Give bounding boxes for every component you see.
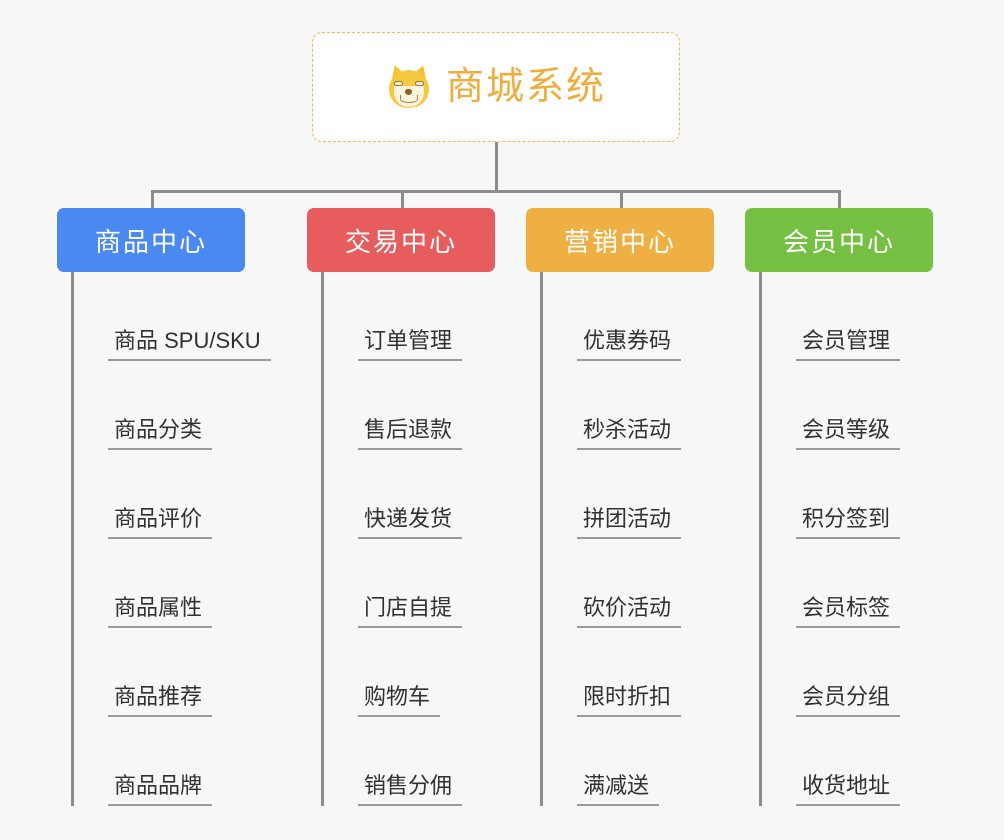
list-item-label: 快递发货 (358, 507, 463, 539)
list-item-label: 订单管理 (358, 329, 463, 361)
connector-horizontal-bus (151, 190, 841, 193)
list-item-label: 拼团活动 (577, 507, 682, 539)
list-item-label: 砍价活动 (577, 596, 682, 628)
category-header-member[interactable]: 会员中心 (745, 208, 933, 272)
list-item[interactable]: 秒杀活动 (559, 361, 716, 450)
list-item[interactable]: 商品分类 (90, 361, 257, 450)
list-item[interactable]: 售后退款 (340, 361, 507, 450)
list-item-label: 满减送 (577, 774, 660, 806)
list-item-label: 商品分类 (108, 418, 213, 450)
connector-drop-3 (620, 190, 623, 210)
root-title: 商城系统 (445, 66, 606, 108)
list-item[interactable]: 商品属性 (90, 539, 257, 628)
list-item[interactable]: 购物车 (340, 628, 507, 717)
category-column-member: 会员中心 会员管理 会员等级 积分签到 会员标签 会员分组 收货地址 (745, 208, 935, 806)
category-label: 交易中心 (344, 226, 457, 257)
list-item-label: 购物车 (358, 685, 441, 717)
list-item[interactable]: 门店自提 (340, 539, 507, 628)
list-item[interactable]: 收货地址 (778, 717, 935, 806)
list-item[interactable]: 快递发货 (340, 450, 507, 539)
list-item-label: 秒杀活动 (577, 418, 682, 450)
list-item[interactable]: 会员管理 (778, 272, 935, 361)
list-item[interactable]: 商品推荐 (90, 628, 257, 717)
category-column-product: 商品中心 商品 SPU/SKU 商品分类 商品评价 商品属性 商品推荐 商品品牌 (57, 208, 271, 806)
list-item-label: 售后退款 (358, 418, 463, 450)
connector-drop-1 (151, 190, 154, 210)
root-node[interactable]: 商城系统 (312, 32, 680, 142)
category-column-trade: 交易中心 订单管理 售后退款 快递发货 门店自提 购物车 销售分佣 (307, 208, 507, 806)
list-item[interactable]: 砍价活动 (559, 539, 716, 628)
list-item-label: 销售分佣 (358, 774, 463, 806)
category-label: 会员中心 (782, 226, 895, 257)
list-item-label: 积分签到 (796, 507, 901, 539)
list-item-label: 会员等级 (796, 418, 901, 450)
list-item-label: 商品评价 (108, 507, 213, 539)
list-item[interactable]: 积分签到 (778, 450, 935, 539)
list-item[interactable]: 限时折扣 (559, 628, 716, 717)
category-label: 商品中心 (94, 226, 207, 257)
list-item[interactable]: 订单管理 (340, 272, 507, 361)
list-item-label: 收货地址 (796, 774, 901, 806)
list-item[interactable]: 优惠券码 (559, 272, 716, 361)
category-header-trade[interactable]: 交易中心 (307, 208, 495, 272)
list-item-label: 会员分组 (796, 685, 901, 717)
child-list-member: 会员管理 会员等级 积分签到 会员标签 会员分组 收货地址 (759, 272, 935, 806)
list-item-label: 限时折扣 (577, 685, 682, 717)
list-item-label: 会员标签 (796, 596, 901, 628)
list-item[interactable]: 会员分组 (778, 628, 935, 717)
connector-drop-2 (401, 190, 404, 210)
list-item[interactable]: 会员标签 (778, 539, 935, 628)
list-item-label: 商品品牌 (108, 774, 213, 806)
shiba-dog-face-icon (386, 62, 432, 110)
list-item[interactable]: 商品评价 (90, 450, 257, 539)
list-item[interactable]: 拼团活动 (559, 450, 716, 539)
list-item-label: 门店自提 (358, 596, 463, 628)
list-item[interactable]: 商品 SPU/SKU (90, 272, 271, 361)
category-column-marketing: 营销中心 优惠券码 秒杀活动 拼团活动 砍价活动 限时折扣 满减送 (526, 208, 716, 806)
list-item-label: 会员管理 (796, 329, 901, 361)
list-item[interactable]: 销售分佣 (340, 717, 507, 806)
list-item-label: 商品 SPU/SKU (108, 329, 271, 361)
list-item-label: 商品属性 (108, 596, 213, 628)
child-list-product: 商品 SPU/SKU 商品分类 商品评价 商品属性 商品推荐 商品品牌 (71, 272, 271, 806)
child-list-marketing: 优惠券码 秒杀活动 拼团活动 砍价活动 限时折扣 满减送 (540, 272, 716, 806)
list-item-label: 优惠券码 (577, 329, 682, 361)
category-label: 营销中心 (563, 226, 676, 257)
connector-drop-4 (838, 190, 841, 210)
child-list-trade: 订单管理 售后退款 快递发货 门店自提 购物车 销售分佣 (321, 272, 507, 806)
category-header-marketing[interactable]: 营销中心 (526, 208, 714, 272)
category-header-product[interactable]: 商品中心 (57, 208, 245, 272)
list-item[interactable]: 满减送 (559, 717, 716, 806)
list-item-label: 商品推荐 (108, 685, 213, 717)
connector-root-stem (495, 142, 498, 192)
list-item[interactable]: 会员等级 (778, 361, 935, 450)
list-item[interactable]: 商品品牌 (90, 717, 257, 806)
